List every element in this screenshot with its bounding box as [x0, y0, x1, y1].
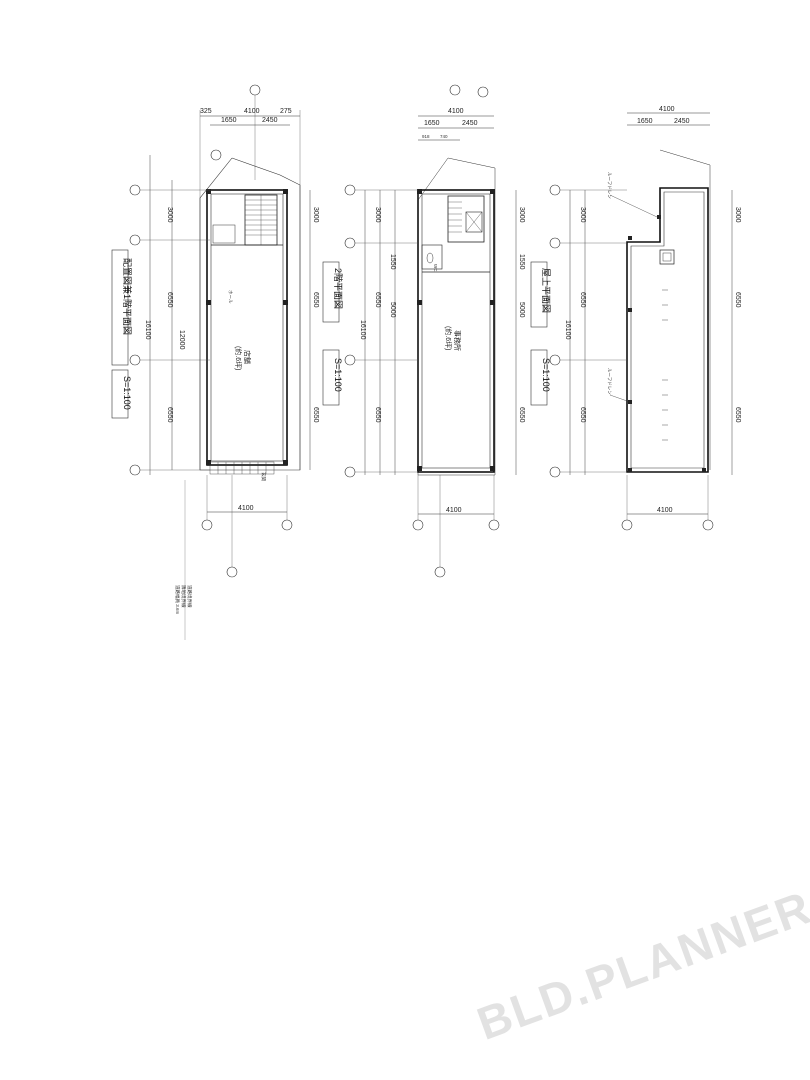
dim-total-width: 4100: [448, 108, 464, 115]
svg-text:6550: 6550: [518, 407, 525, 423]
dim-right-width: 2450: [262, 117, 278, 124]
dim-bottom-width: 4100: [657, 507, 673, 514]
label-roof-drain-1: ルーフドレン: [607, 172, 612, 199]
dim-margin-right: 275: [280, 108, 292, 115]
dim-top-length: 3000: [166, 207, 173, 223]
note-road-width: 道路幅員 3.6m: [174, 585, 181, 615]
plan-title: 2階平面図: [333, 268, 343, 309]
room-label-wc: WC: [433, 264, 438, 272]
dim-top-length: 3000: [579, 207, 586, 223]
dim-overall-length: 16100: [359, 320, 366, 340]
axis-marker: [210, 149, 222, 161]
svg-text:6550: 6550: [734, 407, 741, 423]
dim-sub2-length: 5000: [389, 302, 396, 318]
svg-text:6550: 6550: [312, 407, 319, 423]
svg-text:3000: 3000: [312, 207, 319, 223]
wc-room: [421, 244, 443, 270]
stair-core: [447, 195, 485, 243]
dim-mid-length: 6550: [579, 292, 586, 308]
roof-hatch: [659, 249, 675, 265]
toilet-icon: [426, 252, 434, 264]
dim-sub-a: 918: [422, 134, 430, 139]
dim-mid-length: 6550: [374, 292, 381, 308]
room-label-office: 事務所: [453, 330, 462, 351]
svg-text:1550: 1550: [518, 254, 525, 270]
axis-marker-top: [249, 84, 261, 96]
note-road-boundary: 道路境界線: [186, 585, 193, 608]
dim-margin-left: 325: [200, 108, 212, 115]
axis-marker-bottom-left: [201, 519, 213, 531]
dim-bottom-length: 6550: [374, 407, 381, 423]
note-neighbor-boundary: 隣地境界線: [180, 585, 187, 608]
axis-marker-bottom-right: [281, 519, 293, 531]
room-label-area: (約.6坪): [444, 326, 453, 351]
dim-left-width: 1650: [424, 120, 440, 127]
dim-mid-length: 6550: [166, 292, 173, 308]
svg-text:6550: 6550: [734, 292, 741, 308]
dim-bottom-length: 6550: [579, 407, 586, 423]
dim-right-width: 2450: [674, 118, 690, 125]
room-label-entrance: 玄関: [260, 472, 267, 481]
dim-left-width: 1650: [637, 118, 653, 125]
plan-title-box: [322, 261, 340, 323]
plan-scale: S=1:100: [541, 358, 551, 392]
dim-total-width: 4100: [244, 108, 260, 115]
room-label-store: 店舗: [243, 350, 252, 364]
plan-title-box: [111, 249, 129, 366]
plan-scale: S=1:100: [122, 376, 132, 410]
building-outline: [417, 189, 495, 473]
plan-title-box: [530, 261, 548, 328]
dim-bottom-width: 4100: [446, 507, 462, 514]
plan-2f: 4100 1650 2450 918 740 事務: [322, 84, 525, 578]
dim-total-width: 4100: [659, 106, 675, 113]
roof-outline: [626, 187, 709, 473]
dim-inner-length: 12000: [178, 330, 185, 350]
dim-sub-b: 740: [440, 134, 448, 139]
label-roof-drain-2: ルーフドレン: [607, 368, 612, 395]
plan-title: 屋上平面図: [541, 268, 551, 313]
svg-text:3000: 3000: [518, 207, 525, 223]
svg-text:3000: 3000: [734, 207, 741, 223]
svg-text:5000: 5000: [518, 302, 525, 318]
svg-text:6550: 6550: [312, 292, 319, 308]
dim-overall-length: 16100: [564, 320, 571, 340]
dim-bottom-width: 4100: [238, 505, 254, 512]
room-label-hall: ホール: [228, 290, 233, 304]
plan-roof: 4100 1650 2450 ルーフドレン: [530, 106, 741, 531]
ev-shaft: [465, 211, 483, 233]
dim-sub-length: 1550: [389, 254, 396, 270]
dim-left-width: 1650: [221, 117, 237, 124]
dim-overall-length: 16100: [144, 320, 151, 340]
dim-right-width: 2450: [462, 120, 478, 127]
plan-title: 配置図兼1階平面図: [122, 258, 133, 335]
dim-bottom-length: 6550: [166, 407, 173, 423]
building-outline: [206, 189, 288, 466]
room-label-area: (約.6坪): [234, 346, 243, 371]
dim-top-length: 3000: [374, 207, 381, 223]
plan-scale: S=1:100: [333, 358, 343, 392]
plan-1f: 4100 1650 2450 325 275: [111, 84, 319, 640]
